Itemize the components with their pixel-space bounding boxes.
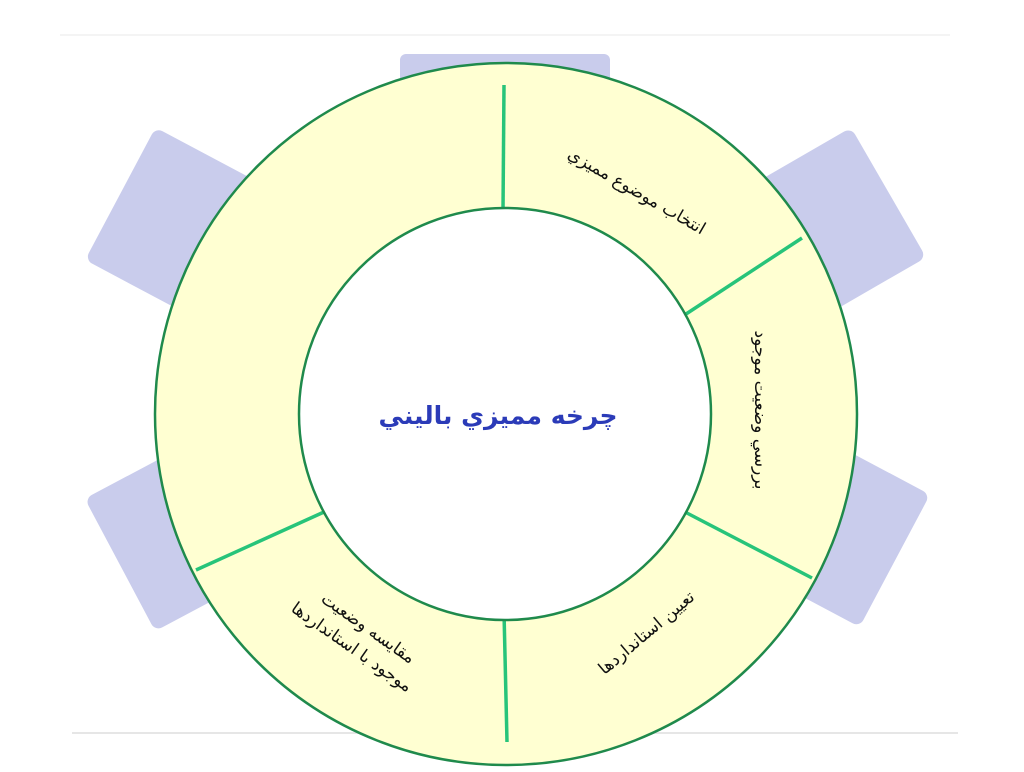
divider-lower-left — [195, 510, 325, 572]
divider-bottom — [502, 611, 509, 743]
segment-label-review-status: بررسي وضعيت موجود — [750, 331, 770, 490]
segment-dividers — [195, 84, 813, 743]
divider-upper-right — [682, 236, 803, 318]
center-circle — [297, 206, 713, 622]
divider-top — [501, 84, 506, 212]
center-title: چرخه مميزي باليني — [379, 401, 618, 431]
divider-lower-right — [684, 510, 813, 580]
